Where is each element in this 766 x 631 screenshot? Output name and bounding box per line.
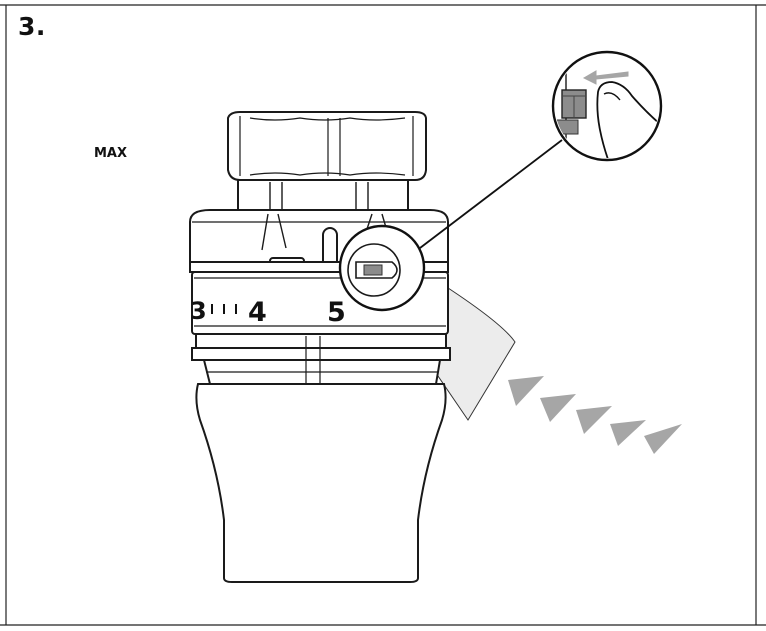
scale-digit-5: 5 (327, 297, 346, 328)
flow-arrowheads-icon (508, 376, 682, 454)
direction-arrow-icon (582, 70, 629, 85)
scale-ticks (211, 304, 237, 314)
max-label: MAX (94, 146, 128, 161)
zoom-detail (551, 50, 663, 162)
valve-body (195, 383, 447, 583)
lower-rings (191, 333, 451, 385)
scale-digit-4: 4 (248, 297, 267, 328)
valve-neck (237, 179, 409, 211)
hex-nut (227, 111, 427, 181)
zoom-connector (419, 139, 563, 249)
step-number: 3. (18, 12, 46, 41)
window-detail (338, 224, 426, 312)
scale-digit-3: 3 (190, 297, 207, 325)
